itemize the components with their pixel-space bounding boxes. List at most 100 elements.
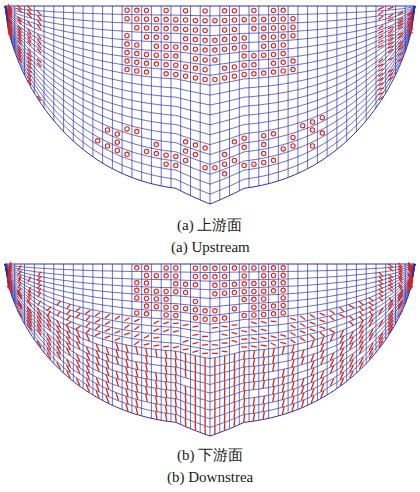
stress-dash [115,316,120,319]
stress-dash [388,30,393,34]
stress-dash [233,370,235,378]
stress-dash [233,419,235,427]
stress-dash [261,329,267,330]
stress-circle [242,136,246,140]
stress-circle [213,283,217,287]
stress-circle [174,18,178,22]
stress-dash [388,77,393,81]
stress-dash [378,92,383,94]
stress-circle [222,76,226,80]
stress-dash [136,392,138,400]
stress-dash [28,49,31,54]
stress-dash [378,69,383,71]
stress-dash [175,367,177,375]
stress-dash [185,362,187,370]
mesh-line [5,6,415,115]
stress-circle [232,140,236,144]
mesh-line [5,264,415,436]
stress-dash [156,412,157,420]
stress-circle [174,154,178,158]
stress-dash [126,345,128,353]
stress-dash [378,64,383,67]
stress-circle [242,72,246,76]
mesh-line [5,264,415,273]
stress-circle [164,162,168,166]
mesh-line [5,264,415,367]
stress-circle [222,66,226,70]
mesh-line [5,6,415,85]
stress-dash [116,371,118,379]
stress-dash [173,331,179,332]
stress-dash [282,399,284,407]
stress-dash [95,319,100,322]
stress-dash [17,310,22,316]
stress-dash [330,366,333,373]
stress-dash [153,337,159,339]
stress-circle [222,283,226,287]
stress-circle [242,313,246,317]
stress-circle [135,60,139,64]
stress-dash [222,334,228,335]
stress-dash [38,96,41,101]
stress-dash [183,324,189,325]
stress-circle [262,44,266,48]
stress-dash [222,350,228,352]
stress-circle [164,35,168,39]
stress-dash [321,351,324,358]
stress-dash [273,363,275,371]
stress-dash [388,73,393,77]
stress-circle [144,8,148,12]
stress-circle [281,288,285,292]
stress-circle [183,307,187,311]
stress-dash [388,49,393,53]
stress-circle [213,19,217,23]
mesh-line [5,6,415,164]
stress-dash [290,318,296,320]
stress-dash [146,379,148,387]
stress-circle [213,166,217,170]
mesh-line [5,264,415,341]
stress-dash [86,323,90,327]
stress-dash [241,346,247,347]
stress-dash [320,332,324,336]
stress-dash [263,373,264,381]
stress-circle [301,124,305,128]
stress-circle [183,140,187,144]
stress-dash [116,378,118,386]
stress-dash [310,322,316,324]
stress-dash [378,73,383,76]
stress-dash [185,386,187,394]
stress-dash [224,422,226,430]
stress-circle [281,273,285,277]
stress-dash [175,383,177,391]
stress-circle [125,42,129,46]
mesh-line [5,264,415,298]
stress-circle [222,9,226,13]
stress-circle [154,274,158,278]
stress-circle [183,65,187,69]
stress-dash [96,364,99,371]
stress-dash [214,426,215,434]
stress-dash [37,49,41,53]
stress-dash [378,88,384,90]
stress-circle [203,166,207,170]
stress-dash [156,380,157,388]
stress-circle [213,309,217,313]
stress-dash [388,38,393,42]
stress-dash [408,15,413,19]
stress-dash [192,326,198,327]
mesh-line [5,264,415,265]
stress-circle [222,316,226,320]
stress-dash [214,409,215,417]
stress-circle [262,160,266,164]
mesh-line [5,6,415,36]
stress-circle [242,63,246,67]
stress-dash [126,382,128,390]
stress-circle [252,63,256,67]
stress-circle [164,54,168,58]
stress-dash [273,379,275,387]
stress-circle [252,281,256,285]
stress-dash [136,369,138,377]
stress-dash [86,310,91,313]
stress-dash [408,32,413,35]
